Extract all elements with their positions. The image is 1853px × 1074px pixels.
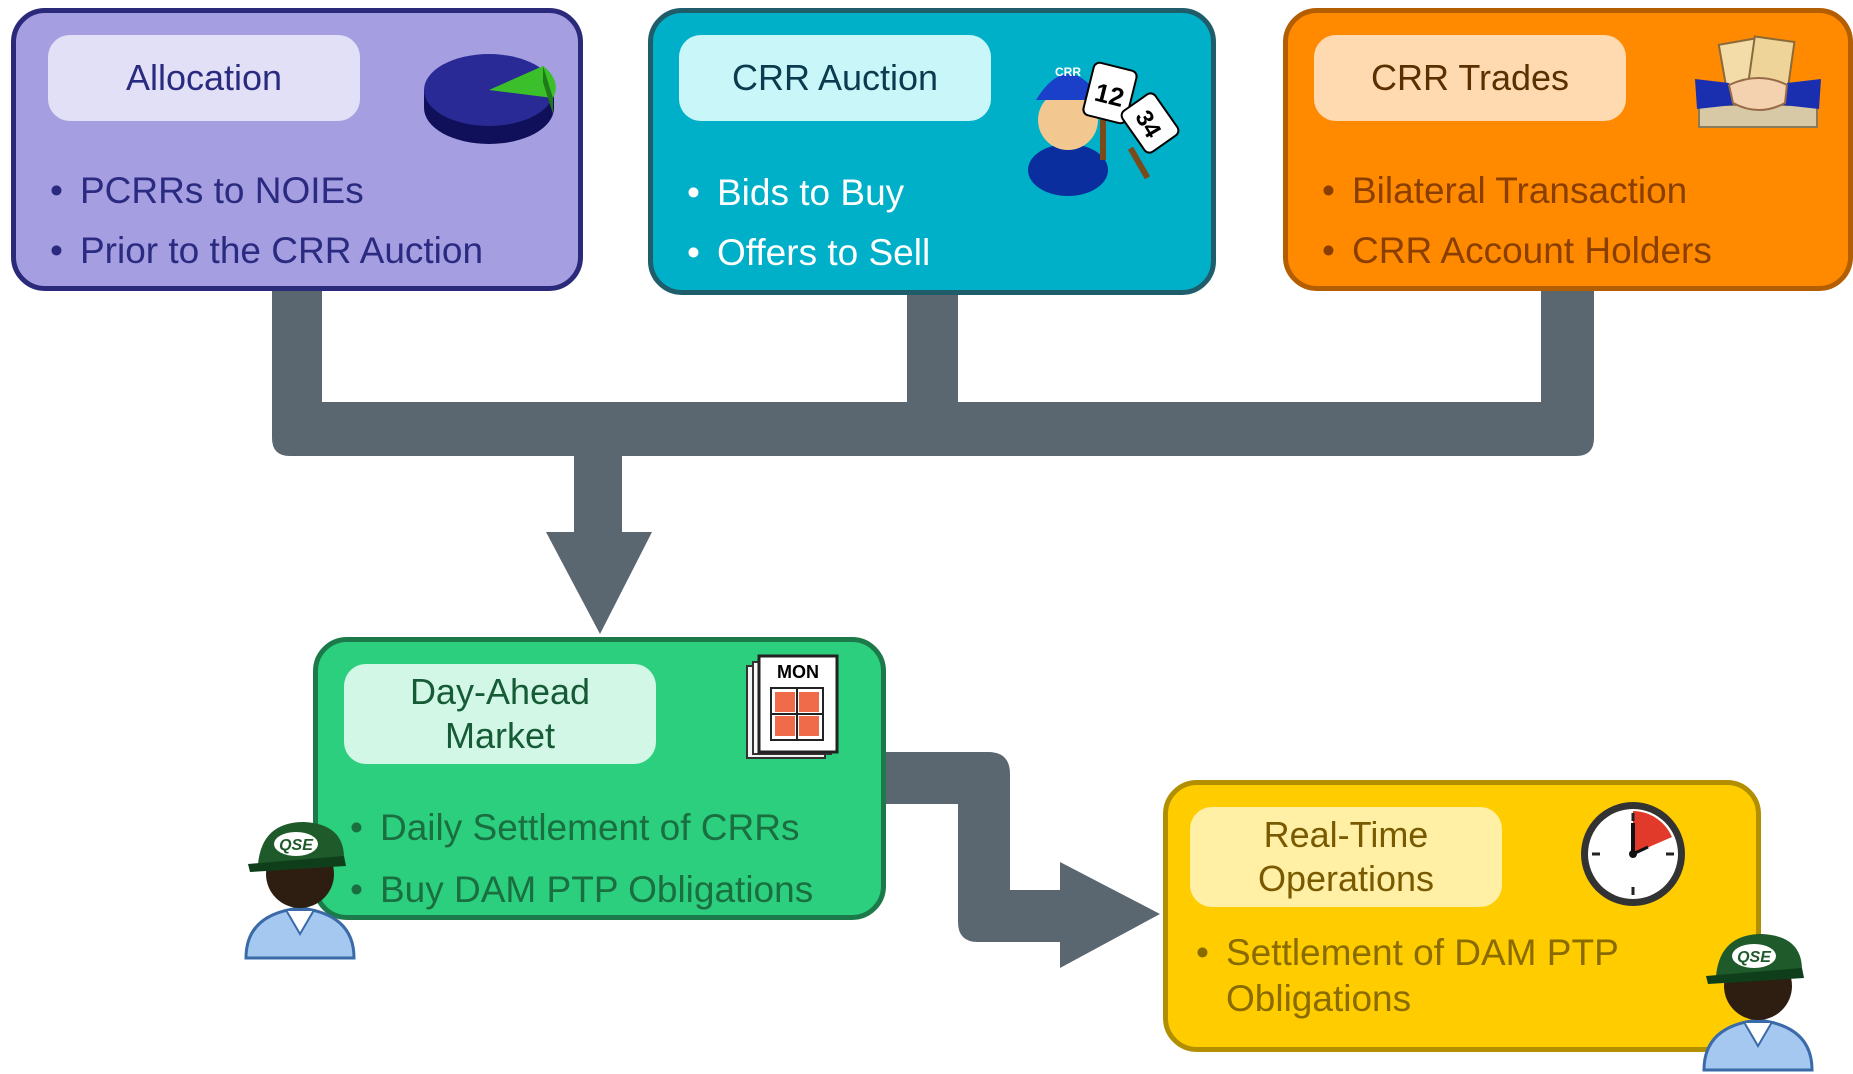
crr-auction-bullet: Bids to Buy [687,163,930,223]
allocation-bullet: PCRRs to NOIEs [50,161,483,221]
clock-icon [1581,802,1685,906]
allocation-title-tag: Allocation [48,35,360,121]
crr-trades-bullet: Bilateral Transaction [1322,161,1712,221]
day-ahead-bullet: Daily Settlement of CRRs [350,797,813,859]
cap-text: QSE [1737,949,1772,966]
real-time-bullet: Settlement of DAM PTP Obligations [1196,930,1716,1022]
crr-auction-title-tag: CRR Auction [679,35,991,121]
allocation-bullets: PCRRs to NOIEs Prior to the CRR Auction [50,161,483,281]
calendar-icon: MON [746,654,839,759]
merge-connector [272,291,1594,634]
real-time-title-tag: Real-Time Operations [1190,807,1502,907]
real-time-operations-box: Real-Time Operations Settlement of DAM P… [1163,780,1761,1052]
crr-trades-box: CRR Trades Bilateral Transaction CRR Acc… [1283,8,1853,291]
qse-person-icon: QSE [244,822,356,960]
day-ahead-title-tag: Day-Ahead Market [344,664,656,764]
crr-auction-box: CRR Auction CRR 12 34 Bids to Buy Offers… [648,8,1216,295]
crr-auction-bullets: Bids to Buy Offers to Sell [687,163,930,283]
day-ahead-title-line1: Day-Ahead [409,671,591,712]
crr-trades-title-tag: CRR Trades [1314,35,1626,121]
allocation-title: Allocation [125,57,283,98]
day-ahead-market-box: Day-Ahead Market MON Daily Settlement of… [313,637,886,921]
day-ahead-title-line2: Market [444,715,556,756]
cap-text: QSE [279,837,314,854]
qse-person-icon: QSE [1702,934,1814,1072]
auctioneer-paddles-icon: CRR 12 34 [1028,61,1180,196]
dam-to-rt-connector [886,752,1160,968]
real-time-title-line2: Operations [1257,858,1435,899]
real-time-title-line1: Real-Time [1263,814,1429,855]
cap-badge-text: CRR [1055,65,1081,79]
crr-auction-bullet: Offers to Sell [687,223,930,283]
crr-trades-bullets: Bilateral Transaction CRR Account Holder… [1322,161,1712,281]
allocation-box: Allocation PCRRs to NOIEs Prior to the C… [11,8,583,291]
calendar-day-text: MON [777,662,819,682]
pie-chart-icon [424,54,556,144]
paddle-number: 12 [1092,77,1127,113]
real-time-bullets: Settlement of DAM PTP Obligations [1196,930,1716,1022]
day-ahead-bullet: Buy DAM PTP Obligations [350,859,813,921]
crr-trades-title: CRR Trades [1370,57,1570,98]
crr-auction-title: CRR Auction [731,57,939,98]
day-ahead-bullets: Daily Settlement of CRRs Buy DAM PTP Obl… [350,797,813,921]
allocation-bullet: Prior to the CRR Auction [50,221,483,281]
handshake-icon [1695,35,1821,128]
crr-trades-bullet: CRR Account Holders [1322,221,1712,281]
